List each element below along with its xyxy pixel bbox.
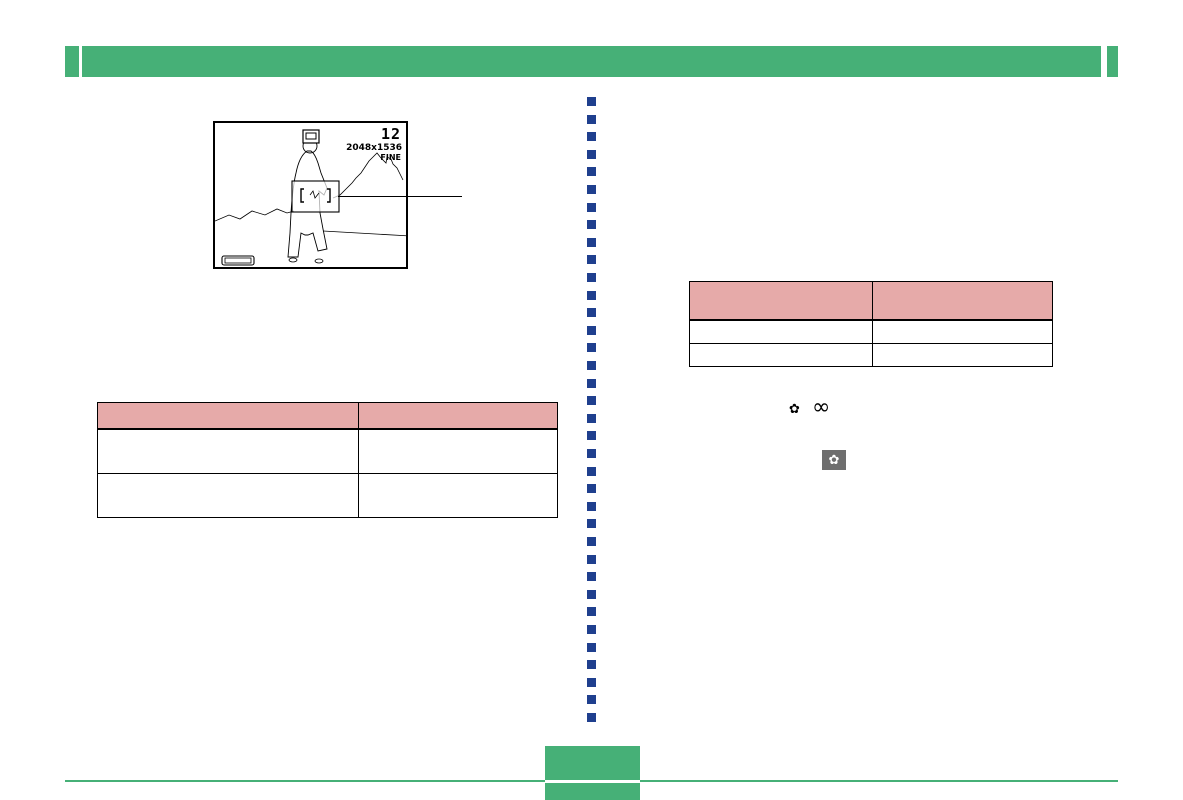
divider-marker <box>587 273 596 282</box>
table-cell <box>358 473 558 518</box>
divider-marker <box>587 467 596 476</box>
macro-icon: ✿ <box>789 402 800 417</box>
table-header-cell <box>358 402 558 430</box>
divider-marker <box>587 607 596 616</box>
header-bar-right-stub <box>1107 46 1118 77</box>
divider-marker <box>587 713 596 722</box>
divider-marker <box>587 643 596 652</box>
divider-marker <box>587 255 596 264</box>
divider-marker <box>587 519 596 528</box>
divider-marker <box>587 97 596 106</box>
image-size-label: 2048x1536 <box>346 143 402 153</box>
header-bar-left-stub <box>65 46 79 77</box>
divider-marker <box>587 167 596 176</box>
divider-marker <box>587 537 596 546</box>
battery-icon <box>221 255 255 266</box>
right-table <box>689 281 1053 367</box>
header-bar <box>82 46 1101 77</box>
macro-mode-boxed-icon: ✿ <box>822 450 846 470</box>
table-header-row <box>97 402 558 430</box>
table-row <box>689 343 1053 367</box>
divider-marker <box>587 326 596 335</box>
infinity-icon: ∞ <box>812 395 831 420</box>
table-cell <box>872 319 1053 344</box>
divider-marker <box>587 555 596 564</box>
divider-marker <box>587 185 596 194</box>
divider-marker <box>587 449 596 458</box>
footer-line-right <box>640 780 1118 782</box>
page-number-tab-lower <box>545 783 640 800</box>
focus-frame-icon <box>291 180 340 213</box>
footer-line-left <box>65 780 545 782</box>
divider-marker <box>587 396 596 405</box>
divider-marker <box>587 431 596 440</box>
divider-marker <box>587 379 596 388</box>
quality-label: FINE <box>380 153 401 162</box>
divider-marker <box>587 590 596 599</box>
table-cell <box>358 428 558 474</box>
scene-drawing <box>215 129 406 266</box>
divider-marker <box>587 361 596 370</box>
divider-marker <box>587 308 596 317</box>
table-header-row <box>689 281 1053 321</box>
camera-lcd-illustration: 12 2048x1536 FINE <box>213 121 408 269</box>
left-table <box>97 402 558 518</box>
table-header-cell <box>872 281 1053 321</box>
table-header-cell <box>97 402 359 430</box>
divider-marker <box>587 572 596 581</box>
table-header-cell <box>689 281 873 321</box>
divider-marker <box>587 678 596 687</box>
divider-marker <box>587 343 596 352</box>
divider-marker <box>587 695 596 704</box>
shots-remaining-count: 12 <box>380 125 401 143</box>
divider-marker <box>587 291 596 300</box>
divider-marker <box>587 238 596 247</box>
divider-marker <box>587 203 596 212</box>
divider-marker <box>587 414 596 423</box>
divider-marker <box>587 132 596 141</box>
divider-marker <box>587 660 596 669</box>
divider-marker <box>587 625 596 634</box>
divider-marker <box>587 220 596 229</box>
table-cell <box>97 473 359 518</box>
table-row <box>97 428 558 474</box>
divider-marker <box>587 484 596 493</box>
divider-marker <box>587 502 596 511</box>
divider-marker <box>587 115 596 124</box>
page-number-tab <box>545 746 640 780</box>
table-cell <box>689 343 873 367</box>
focus-frame-callout-line <box>338 196 462 197</box>
table-row <box>97 473 558 518</box>
table-row <box>689 319 1053 344</box>
table-cell <box>689 319 873 344</box>
record-mode-icon <box>302 129 320 144</box>
table-cell <box>97 428 359 474</box>
divider-marker <box>587 150 596 159</box>
table-cell <box>872 343 1053 367</box>
